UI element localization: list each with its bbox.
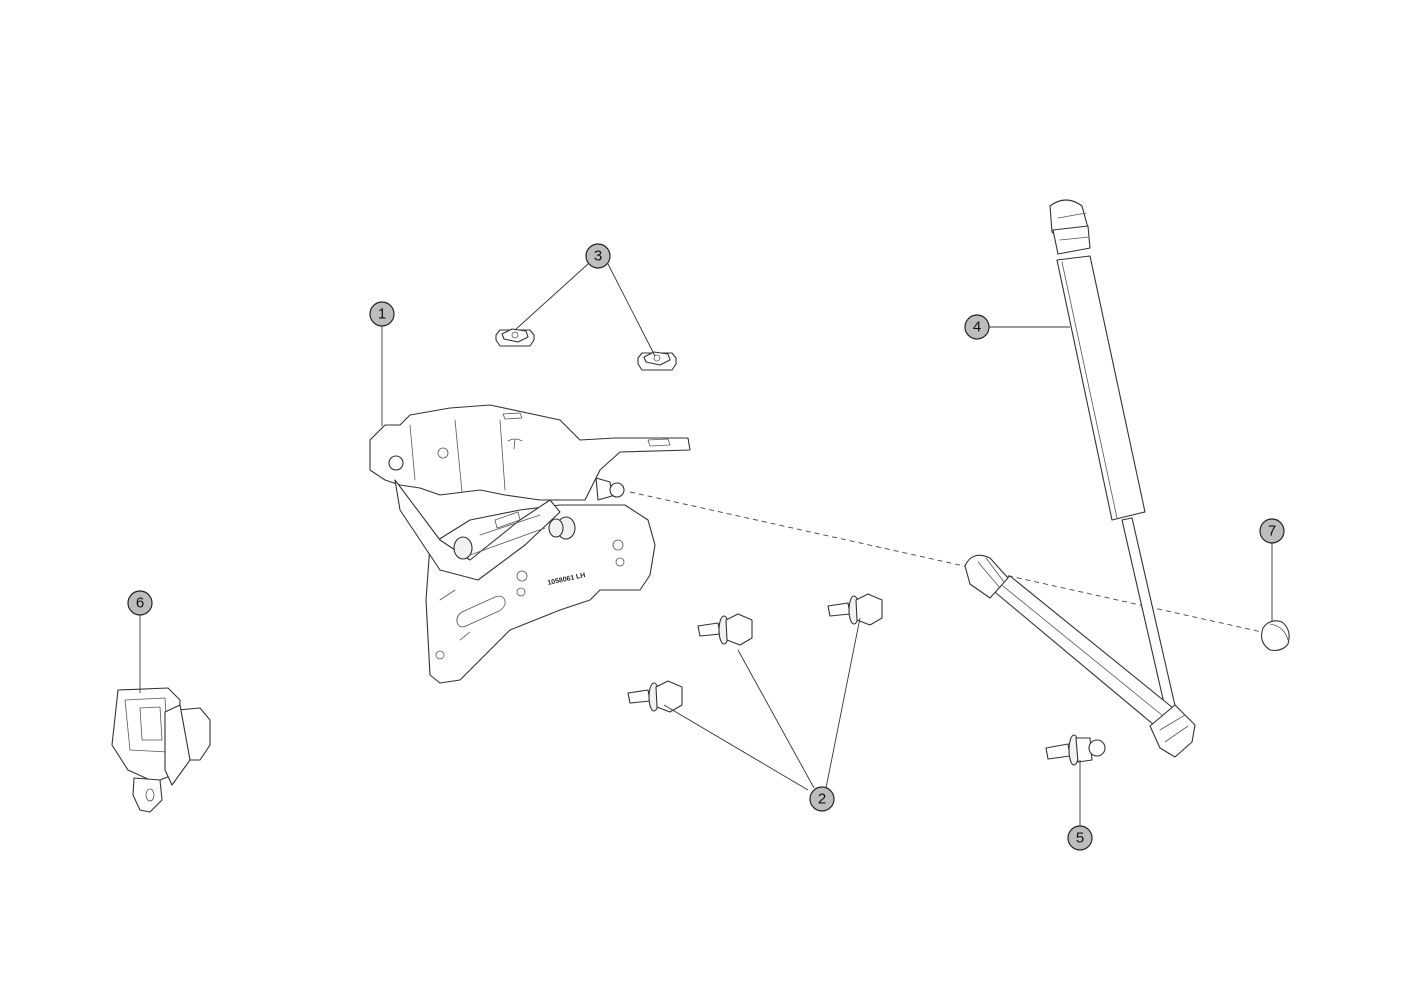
callout-5: 5: [1067, 825, 1093, 851]
hinge-assembly-part: 1058061 LH: [369, 404, 691, 684]
assembly-centerline: [629, 491, 1263, 633]
callout-3: 3: [585, 243, 611, 269]
svg-text:2: 2: [818, 791, 826, 808]
flange-nut-part: [637, 351, 677, 371]
ball-stud-part: [1045, 734, 1106, 766]
svg-text:6: 6: [136, 595, 144, 612]
flange-nut-part: [495, 328, 535, 347]
retaining-clip-part: [1261, 620, 1290, 651]
bolt-part: [627, 680, 683, 713]
bolt-part: [697, 613, 753, 646]
svg-text:1: 1: [378, 306, 386, 323]
callout-2: 2: [809, 786, 835, 812]
leader-lines: [139, 263, 1273, 826]
svg-text:3: 3: [594, 248, 602, 265]
svg-text:7: 7: [1268, 523, 1276, 540]
gas-strut-exploded-part: [964, 554, 1196, 758]
svg-text:5: 5: [1076, 830, 1084, 847]
svg-text:4: 4: [973, 319, 981, 336]
bracket-clip-part: [111, 687, 211, 813]
callout-6: 6: [127, 590, 153, 616]
callout-1: 1: [369, 301, 395, 327]
callout-4: 4: [964, 314, 990, 340]
bolt-part: [827, 593, 883, 626]
callout-7: 7: [1259, 518, 1285, 544]
